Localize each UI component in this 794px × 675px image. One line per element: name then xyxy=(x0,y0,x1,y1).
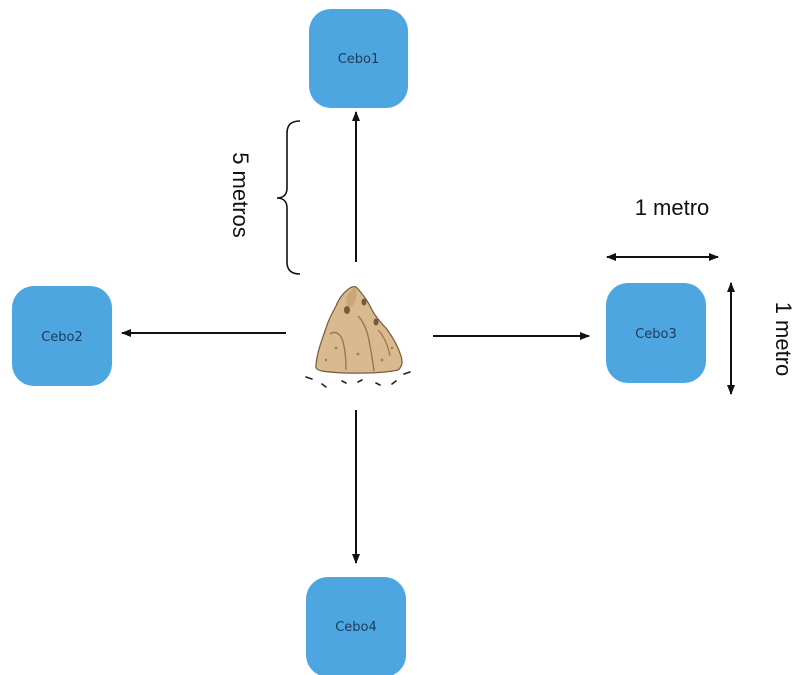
bait-node-cebo4: Cebo4 xyxy=(306,577,406,675)
ground-mark-2 xyxy=(321,383,327,388)
ground-mark-6 xyxy=(391,380,397,385)
bait-node-cebo2: Cebo2 xyxy=(12,286,112,386)
bait-node-cebo2-label: Cebo2 xyxy=(41,330,83,345)
distance-label: 5 metros xyxy=(228,152,253,238)
mound-speck-3 xyxy=(380,358,384,362)
mound-ridge-center xyxy=(357,315,375,372)
mound-hole-3 xyxy=(373,318,379,326)
mound-body xyxy=(315,286,403,374)
mound-speck-4 xyxy=(324,358,328,362)
bait-node-cebo3-label: Cebo3 xyxy=(635,327,677,342)
bait-node-cebo4-box xyxy=(306,577,406,675)
bait-node-cebo2-box xyxy=(12,286,112,386)
height-label: 1 metro xyxy=(771,302,794,377)
bait-node-cebo1-label: Cebo1 xyxy=(338,52,380,67)
bait-node-cebo1-box xyxy=(309,9,408,108)
ground-mark-4 xyxy=(357,379,363,383)
bait-node-cebo4-label: Cebo4 xyxy=(335,620,377,635)
ground-mark-3 xyxy=(341,380,347,384)
mound-ridge-left xyxy=(329,331,347,371)
width-label: 1 metro xyxy=(635,195,710,220)
ground-mark-7 xyxy=(403,371,411,375)
distance-brace xyxy=(276,120,301,275)
ground-mark-5 xyxy=(375,382,381,386)
bait-node-cebo3-box xyxy=(606,283,706,383)
ground-mark-1 xyxy=(305,376,313,380)
bait-node-cebo1: Cebo1 xyxy=(309,9,408,108)
mound-hole-1 xyxy=(344,306,350,314)
mound-peak xyxy=(346,288,357,307)
mound-speck-5 xyxy=(390,346,394,350)
mound-speck-1 xyxy=(334,346,338,350)
mound-hole-2 xyxy=(361,298,367,306)
termite-mound-icon xyxy=(305,286,411,388)
bait-node-cebo3: Cebo3 xyxy=(606,283,706,383)
mound-ridge-right xyxy=(377,329,391,357)
mound-speck-2 xyxy=(356,352,360,356)
